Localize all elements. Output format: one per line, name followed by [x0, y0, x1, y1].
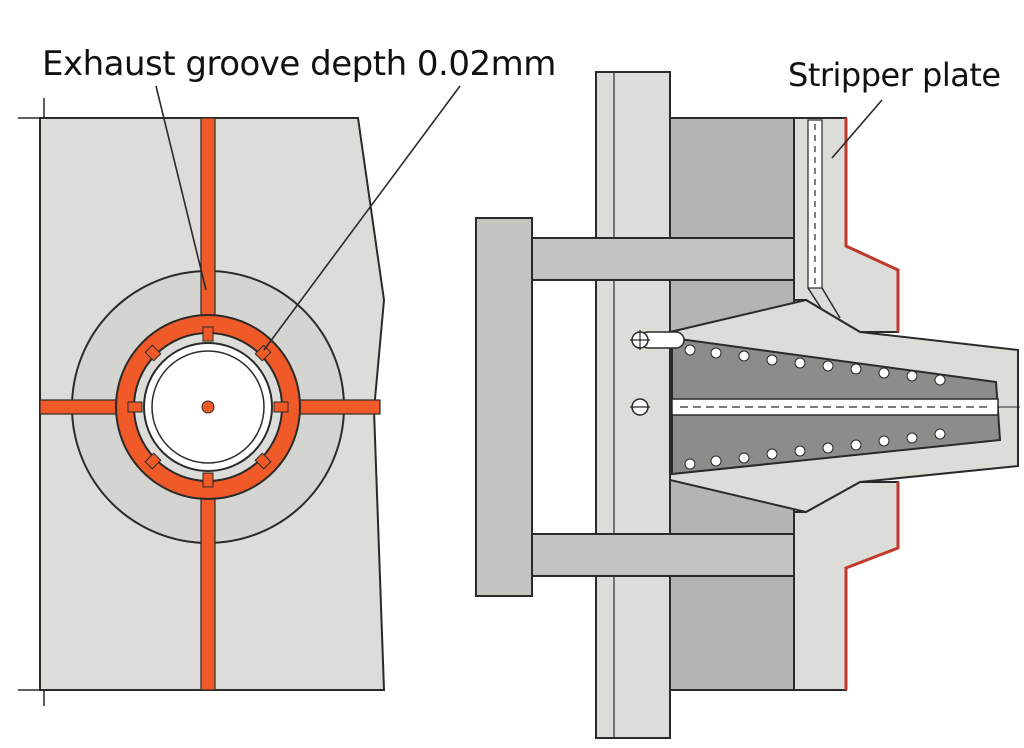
leader-line-stripper [831, 99, 883, 159]
ejector-rod-top [531, 237, 795, 281]
leader-line-depth [263, 85, 461, 351]
center-point [201, 400, 215, 414]
front-view [18, 85, 461, 706]
stripper-edge-top [844, 118, 900, 332]
screw-head-icon [630, 398, 650, 416]
ejector-plate [475, 217, 533, 597]
air-channel-exit-2 [821, 287, 841, 319]
leader-line-groove [155, 85, 207, 291]
screw-head-icon [630, 330, 650, 350]
cooling-holes-bottom [684, 428, 946, 470]
stripper-plate-label: Stripper plate [788, 56, 1001, 94]
exhaust-groove-label: Exhaust groove depth 0.02mm [42, 44, 556, 84]
ejector-rod-bottom [531, 533, 795, 577]
stripper-edge-bottom [844, 482, 900, 690]
cooling-holes-top [684, 344, 946, 386]
radial-slots [127, 326, 289, 488]
section-view [475, 71, 1020, 739]
